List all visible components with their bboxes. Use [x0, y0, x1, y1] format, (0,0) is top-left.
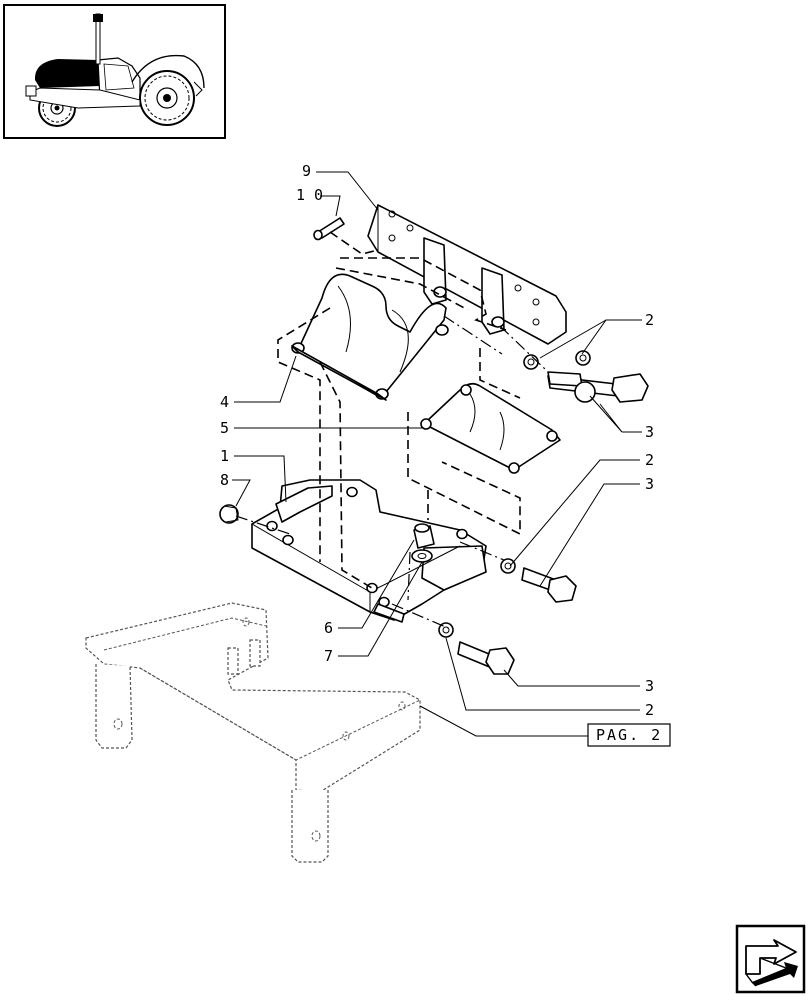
page-reference-link[interactable]: PAG. 2 [587, 723, 671, 747]
callout-8: 8 [220, 471, 229, 489]
callout-3-lower: 3 [645, 677, 654, 695]
leader-lines [232, 171, 642, 737]
tractor-icon [25, 13, 205, 127]
washer-2-middle [500, 558, 516, 574]
lower-bracket [420, 382, 561, 474]
callout-labels: 9 1 0 2 3 4 5 1 8 2 3 6 7 3 2 [220, 162, 654, 719]
cap-6 [413, 523, 435, 549]
bolt-3-lower [457, 641, 515, 675]
next-page-button[interactable] [735, 924, 806, 994]
bolt-3-upper-b [547, 371, 596, 403]
washer-7 [411, 549, 433, 563]
callout-7: 7 [324, 647, 333, 665]
callout-2-middle: 2 [645, 451, 654, 469]
callout-4: 4 [220, 393, 229, 411]
callout-5: 5 [220, 419, 229, 437]
callout-1: 1 [220, 447, 229, 465]
washer-2-lower [438, 622, 454, 638]
washer-2-upper-b [575, 350, 591, 366]
callout-3-upper: 3 [645, 423, 654, 441]
washer-2-upper-a [523, 354, 539, 370]
main-bracket [251, 479, 487, 623]
callout-2-lower: 2 [645, 701, 654, 719]
tractor-thumbnail [3, 4, 226, 139]
page-reference-label[interactable]: PAG. 2 [596, 726, 662, 744]
callout-9: 9 [302, 162, 311, 180]
assembly-lines [235, 231, 547, 629]
callout-6: 6 [324, 619, 333, 637]
nut-8 [219, 504, 239, 524]
front-support-frame [85, 602, 421, 863]
mounting-plate [367, 204, 567, 345]
callout-2-upper: 2 [645, 311, 654, 329]
upper-saddle-bracket [291, 273, 449, 401]
callout-3-middle: 3 [645, 475, 654, 493]
bolt-3-middle [521, 567, 577, 603]
bolt-10 [313, 217, 345, 241]
next-page-arrow-icon[interactable] [745, 939, 798, 987]
callout-10: 1 0 [296, 186, 323, 204]
